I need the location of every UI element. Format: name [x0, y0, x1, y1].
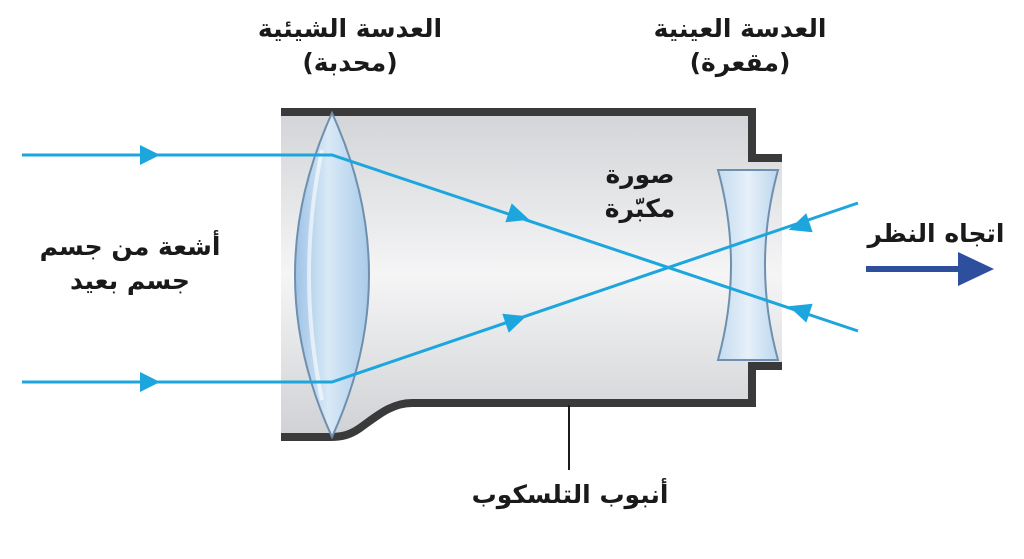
light-rays [22, 145, 859, 392]
view-direction-arrow [866, 252, 994, 286]
ray-arrow [140, 145, 160, 165]
incoming-rays-line2: جسم بعيد [70, 266, 190, 295]
telescope-tube-text: أنبوب التلسكوب [471, 480, 669, 509]
eyepiece-lens-type: (مقعرة) [689, 48, 791, 77]
eyepiece-lens-name: العدسة العينية [653, 14, 827, 43]
objective-lens-label: العدسة الشيئية (محدبة) [245, 12, 455, 80]
objective-lens-type: (محدبة) [302, 48, 398, 77]
ray-arrow [788, 303, 813, 323]
ray-arrow [788, 213, 813, 233]
telescope-tube-label: أنبوب التلسكوب [440, 478, 700, 512]
ray-arrow [505, 203, 530, 223]
ray-arrow [502, 313, 527, 333]
ray-arrow [140, 372, 160, 392]
tube-wall-top [281, 108, 782, 162]
ray-bottom [22, 201, 859, 384]
view-direction-label: اتجاه النظر [858, 217, 1014, 251]
magnified-image-label: صورة مكبّرة [580, 158, 700, 226]
ray-top [22, 153, 859, 333]
incoming-rays-label: أشعة من جسم جسم بعيد [20, 230, 240, 298]
magnified-image-line2: مكبّرة [604, 194, 676, 223]
eyepiece-lens [716, 169, 780, 361]
objective-lens-highlight [307, 149, 324, 401]
eyepiece-lens-label: العدسة العينية (مقعرة) [640, 12, 840, 80]
magnified-image-line1: صورة [605, 160, 675, 189]
objective-lens-name: العدسة الشيئية [257, 14, 443, 43]
tube-wall-bottom [281, 362, 782, 441]
view-direction-text: اتجاه النظر [867, 219, 1005, 248]
incoming-rays-line1: أشعة من جسم [39, 232, 221, 261]
